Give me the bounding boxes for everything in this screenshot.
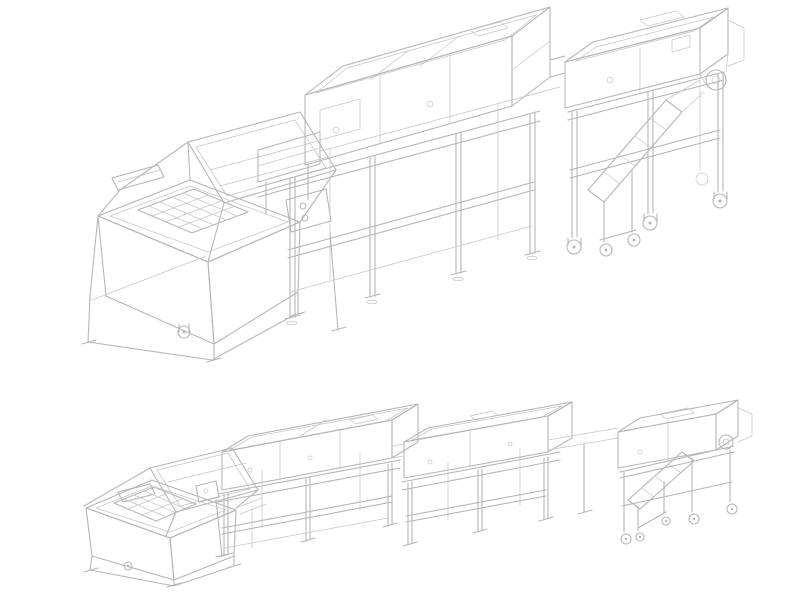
hopper-bin [97,179,301,345]
hopper-stand-small [83,555,242,588]
main-unit-frame [257,86,561,326]
infeed-hopper-small [83,447,259,588]
unit1-small [217,403,419,558]
hopper-slot-small [117,483,156,503]
outfeed-frame [567,49,725,239]
unit1-to-unit2-bridge [391,443,405,459]
outfeed-frame-small [619,445,738,545]
unit2-to-outfeed-conveyor [547,427,619,515]
hopper-hood-small [149,447,259,513]
control-panel-small [195,480,229,558]
hopper-stand [81,215,306,363]
control-panel [285,188,347,332]
unit1-frame [217,451,401,558]
outfeed-housing [564,7,729,109]
processing-line-bottom-view [83,399,753,588]
hopper-bin-small [85,479,237,581]
discharge-head [699,19,745,91]
hopper-caster [177,323,191,339]
perforated-basket-small [113,486,197,522]
hopper-to-unit1-chute [235,497,267,549]
outfeed-unit [564,7,745,257]
unit2-small [391,401,573,547]
hopper-hood [187,111,337,204]
main-unit-housing [304,6,551,166]
discharge-head-small [718,407,753,450]
processing-line-top-view [81,6,745,363]
incline-conveyor-small [627,451,695,542]
hopper-links-small [83,467,259,537]
hopper-frame-links [97,141,337,263]
perforated-basket [137,188,249,234]
unit2-frame [401,447,561,547]
incline-conveyor [587,79,705,257]
main-processing-unit [257,6,566,326]
bridge-to-outfeed [549,55,566,78]
infeed-hopper [81,111,337,363]
outfeed-casters [566,172,728,255]
outfeed-small [547,399,753,545]
